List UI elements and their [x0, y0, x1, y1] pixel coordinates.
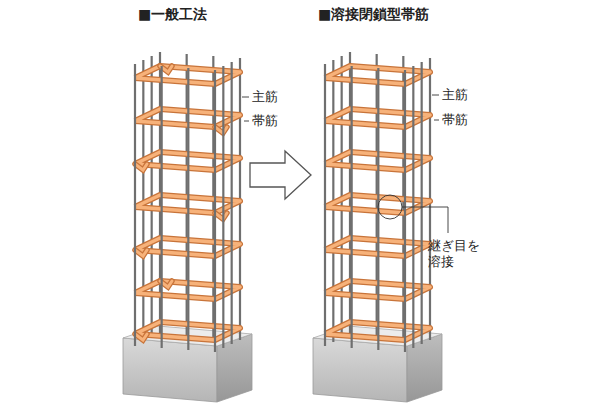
hook-end	[135, 164, 147, 170]
part-name: 帯筋	[442, 112, 468, 128]
leader-lines	[242, 95, 448, 233]
part-name: 主筋	[442, 87, 468, 103]
main-bar	[324, 64, 326, 346]
method-heading: ■溶接閉鎖型帯筋	[318, 6, 429, 24]
main-bar	[161, 66, 163, 348]
rebar-column	[313, 52, 442, 402]
main-bar	[134, 64, 136, 346]
weld-circle	[378, 195, 402, 219]
part-name: 帯筋	[252, 113, 278, 129]
part-name: 主筋	[252, 89, 278, 105]
main-bar	[187, 68, 189, 350]
main-bar	[222, 66, 224, 348]
main-bar	[404, 70, 406, 352]
main-bar	[351, 66, 353, 348]
hook-end	[135, 334, 147, 340]
main-bar	[231, 62, 233, 344]
transition-arrow	[250, 151, 311, 199]
main-bar	[421, 62, 423, 344]
rebar-column	[123, 52, 252, 402]
weld-note: 継ぎ目を 溶接	[428, 238, 484, 271]
hook-end	[135, 250, 147, 256]
hook-end	[215, 213, 227, 219]
method-heading: ■一般工法	[138, 6, 207, 24]
main-bar	[214, 70, 216, 352]
hook-end	[215, 127, 227, 133]
